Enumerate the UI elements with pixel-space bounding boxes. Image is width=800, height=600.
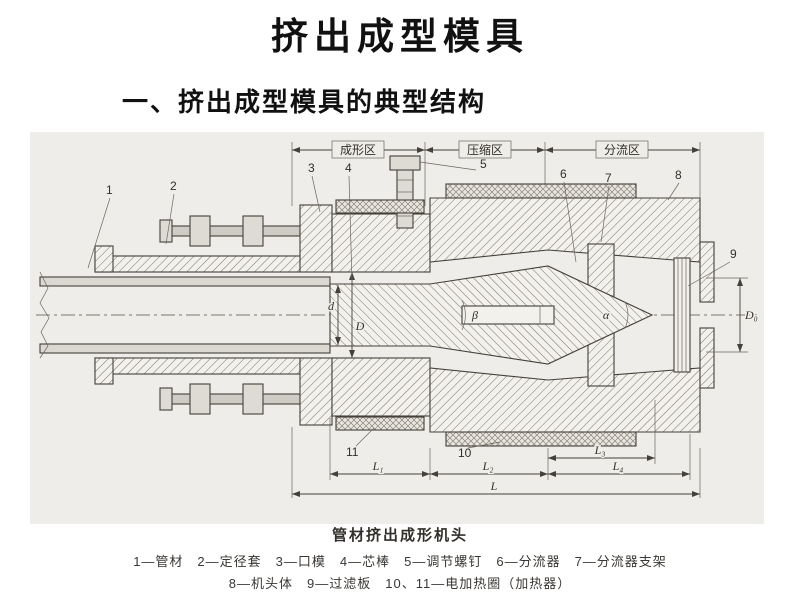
part-number-2: 2 (170, 179, 177, 193)
zone-label-forming: 成形区 (340, 143, 376, 157)
die-body-shape (429, 197, 715, 433)
bore-dimensions: d D (327, 272, 366, 358)
die-ring-shape (331, 213, 431, 417)
figure-caption: 管材挤出成形机头 (331, 527, 468, 544)
filter-plate-shape (673, 257, 691, 373)
slide-subtitle: 一、挤出成型模具的典型结构 (122, 88, 487, 117)
dim-label-L3: L₃ (594, 443, 606, 457)
dim-label-alpha: α (603, 308, 610, 322)
part-number-9: 9 (730, 247, 737, 261)
dim-label-L4: L₄ (612, 459, 624, 473)
dim-label-d: d (328, 299, 335, 313)
heater-bands-shape (335, 183, 637, 447)
slide-title: 挤出成型模具 (271, 17, 529, 58)
dim-label-L2: L₂ (482, 459, 494, 473)
length-dimensions: L₃ L₁ L₂ L₄ L (292, 442, 700, 497)
dim-label-D: D (355, 319, 365, 333)
part-number-5: 5 (480, 157, 487, 171)
part-number-6: 6 (560, 167, 567, 181)
part-number-7: 7 (605, 171, 612, 185)
part-number-4: 4 (345, 161, 352, 175)
part-number-8: 8 (675, 168, 682, 182)
part-number-11: 11 (346, 445, 359, 459)
figure-legend-line-1: 1—管材 2—定径套 3—口模 4—芯棒 5—调节螺钉 6—分流器 7—分流器支… (133, 554, 667, 569)
outlet-diameter-dimension: D₀ (706, 277, 759, 353)
sizing-sleeve-shape (94, 245, 301, 385)
part-number-callouts: 1 2 3 4 5 6 7 8 9 10 11 (87, 157, 737, 460)
zone-label-distribution: 分流区 (604, 143, 640, 157)
dim-label-D0: D₀ (744, 308, 758, 322)
dim-label-L: L (490, 479, 498, 493)
dim-label-beta: β (471, 308, 478, 322)
part-number-1: 1 (106, 183, 113, 197)
mandrel-torpedo-shape (329, 265, 654, 365)
flange-bolts-shape (159, 215, 301, 415)
part-number-3: 3 (308, 161, 315, 175)
front-flange-shape (299, 204, 333, 426)
figure-legend-line-2: 8—机头体 9—过滤板 10、11—电加热圈（加热器） (228, 576, 572, 591)
angle-dimensions: β α (461, 299, 629, 331)
part-number-10: 10 (458, 446, 472, 460)
zone-dimension-row: 成形区 压缩区 分流区 (292, 140, 700, 159)
dim-label-L1: L₁ (372, 459, 384, 473)
zone-label-compression: 压缩区 (467, 142, 503, 157)
pipe-product-shape (39, 271, 331, 359)
